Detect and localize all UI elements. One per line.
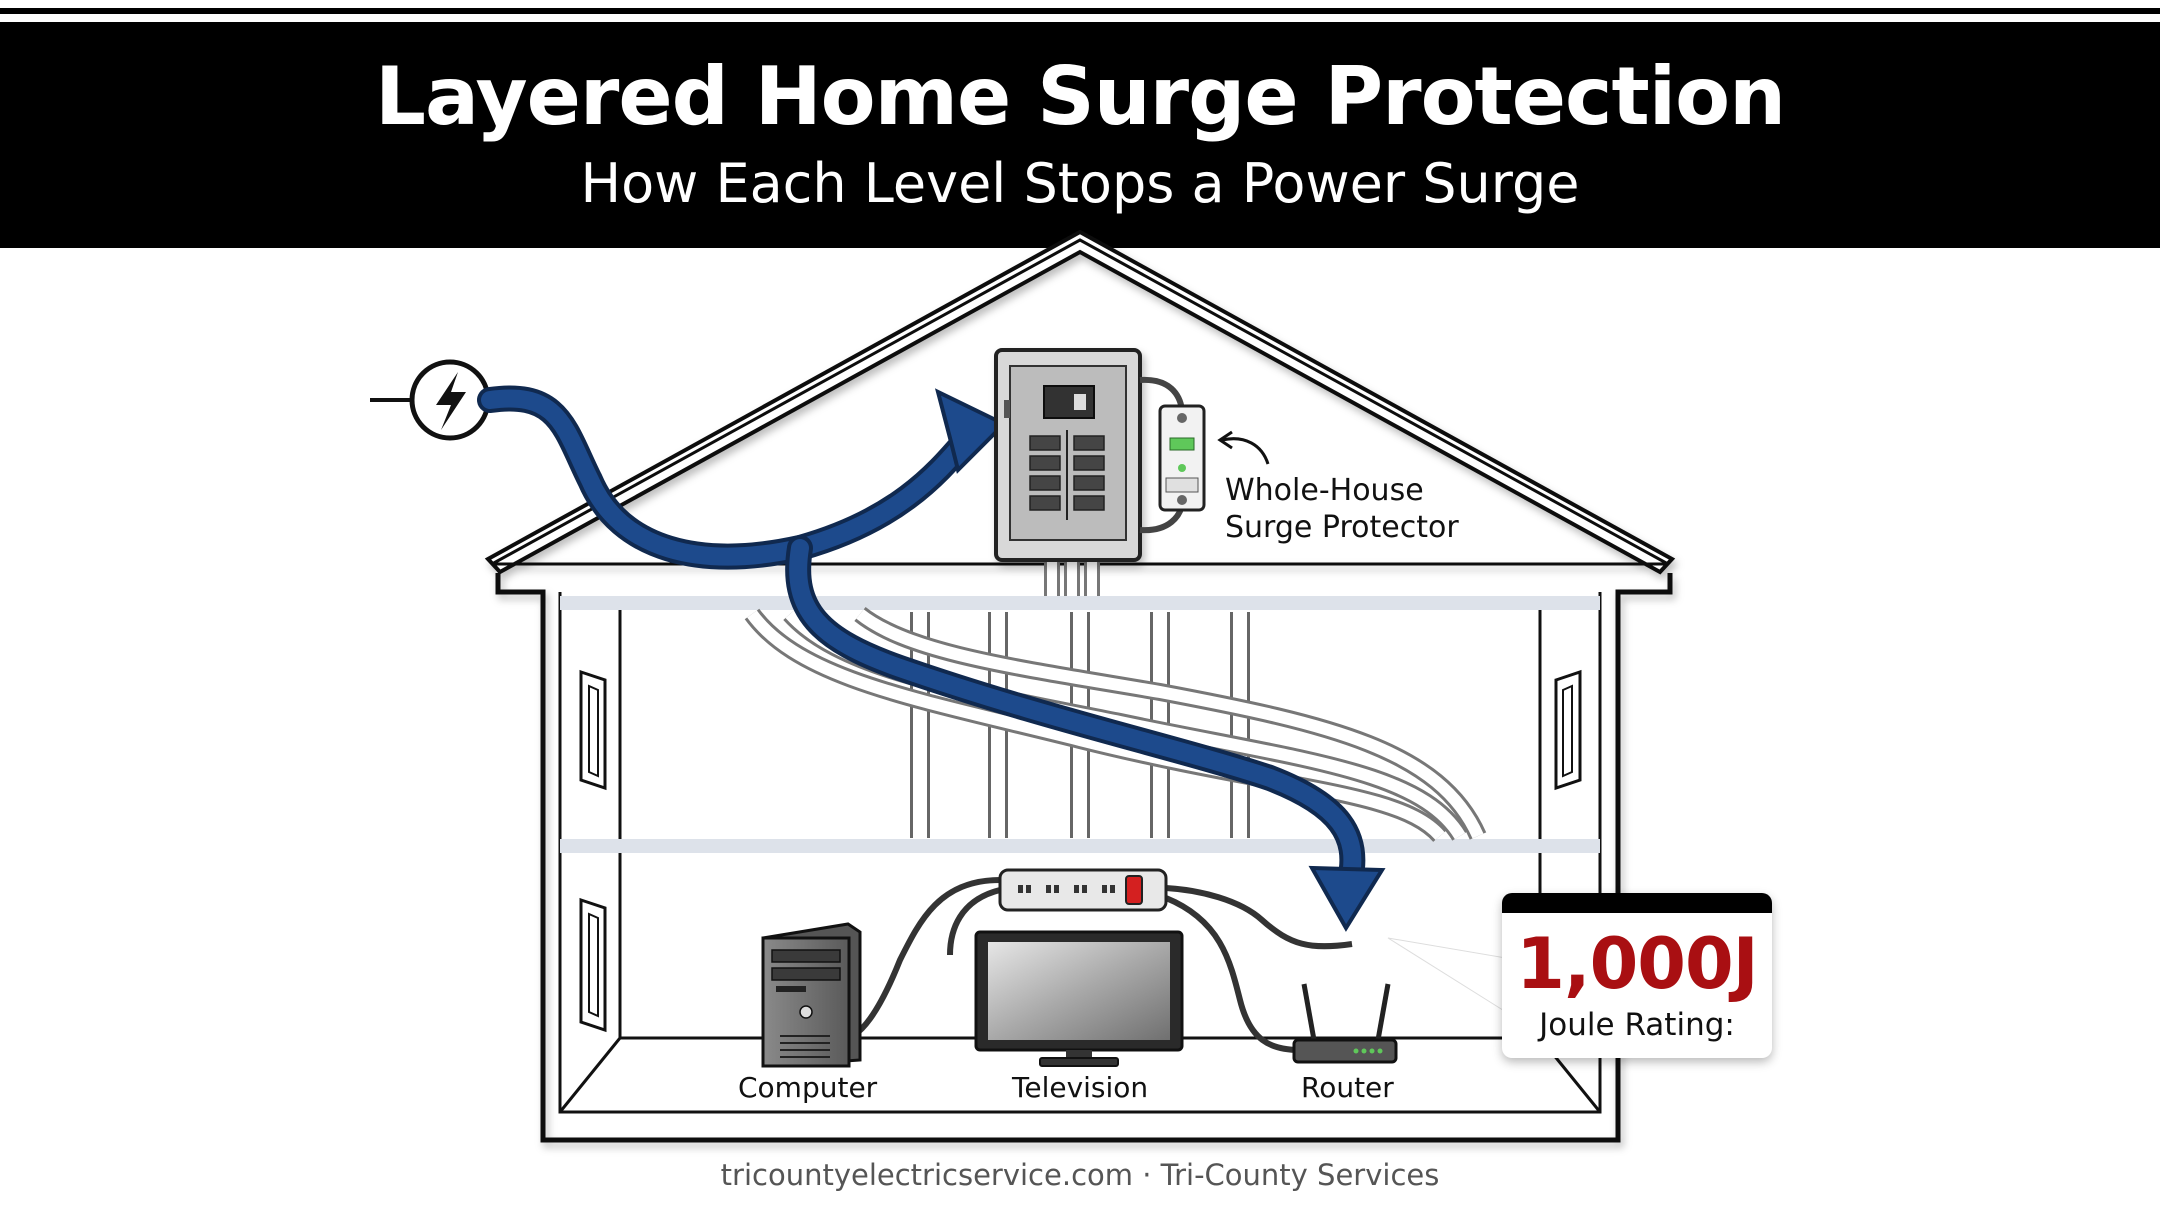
power-source — [370, 359, 491, 441]
arrowhead-outlet — [1308, 865, 1386, 932]
surge-path-arrow — [477, 385, 1386, 932]
joule-value: 1,000J — [1516, 923, 1758, 1005]
joule-card-header-bar — [1502, 893, 1772, 913]
whole-house-label-line1: Whole-House — [1225, 473, 1424, 508]
house-walls — [495, 573, 1673, 1143]
whole-house-surge-protector — [1139, 376, 1270, 534]
computer-tower — [761, 922, 862, 1068]
whole-house-surge-protector-label: Whole-House Surge Protector — [1225, 472, 1459, 546]
joule-rating-card: 1,000J Joule Rating: — [1502, 893, 1772, 1058]
joule-callout-pointer — [1387, 937, 1507, 1013]
television — [974, 930, 1184, 1067]
lightning-bolt-icon — [436, 372, 466, 430]
window-left-upper — [579, 669, 607, 791]
header-banner: Layered Home Surge Protection How Each L… — [0, 22, 2160, 248]
electrical-panel — [994, 348, 1142, 562]
television-label: Television — [1012, 1071, 1149, 1104]
window-left-lower — [579, 897, 607, 1033]
computer-label: Computer — [738, 1071, 878, 1104]
page-title: Layered Home Surge Protection — [374, 50, 1786, 143]
footer-credit: tricountyelectricservice.com · Tri-Count… — [720, 1158, 1440, 1192]
joule-label: Joule Rating: — [1539, 1007, 1735, 1043]
page-subtitle: How Each Level Stops a Power Surge — [580, 152, 1580, 215]
router — [1292, 983, 1398, 1064]
arrowhead-panel — [934, 388, 1008, 474]
top-rule — [0, 8, 2160, 14]
router-label: Router — [1301, 1071, 1394, 1104]
window-right-upper — [1554, 669, 1582, 791]
whole-house-label-line2: Surge Protector — [1225, 510, 1459, 545]
